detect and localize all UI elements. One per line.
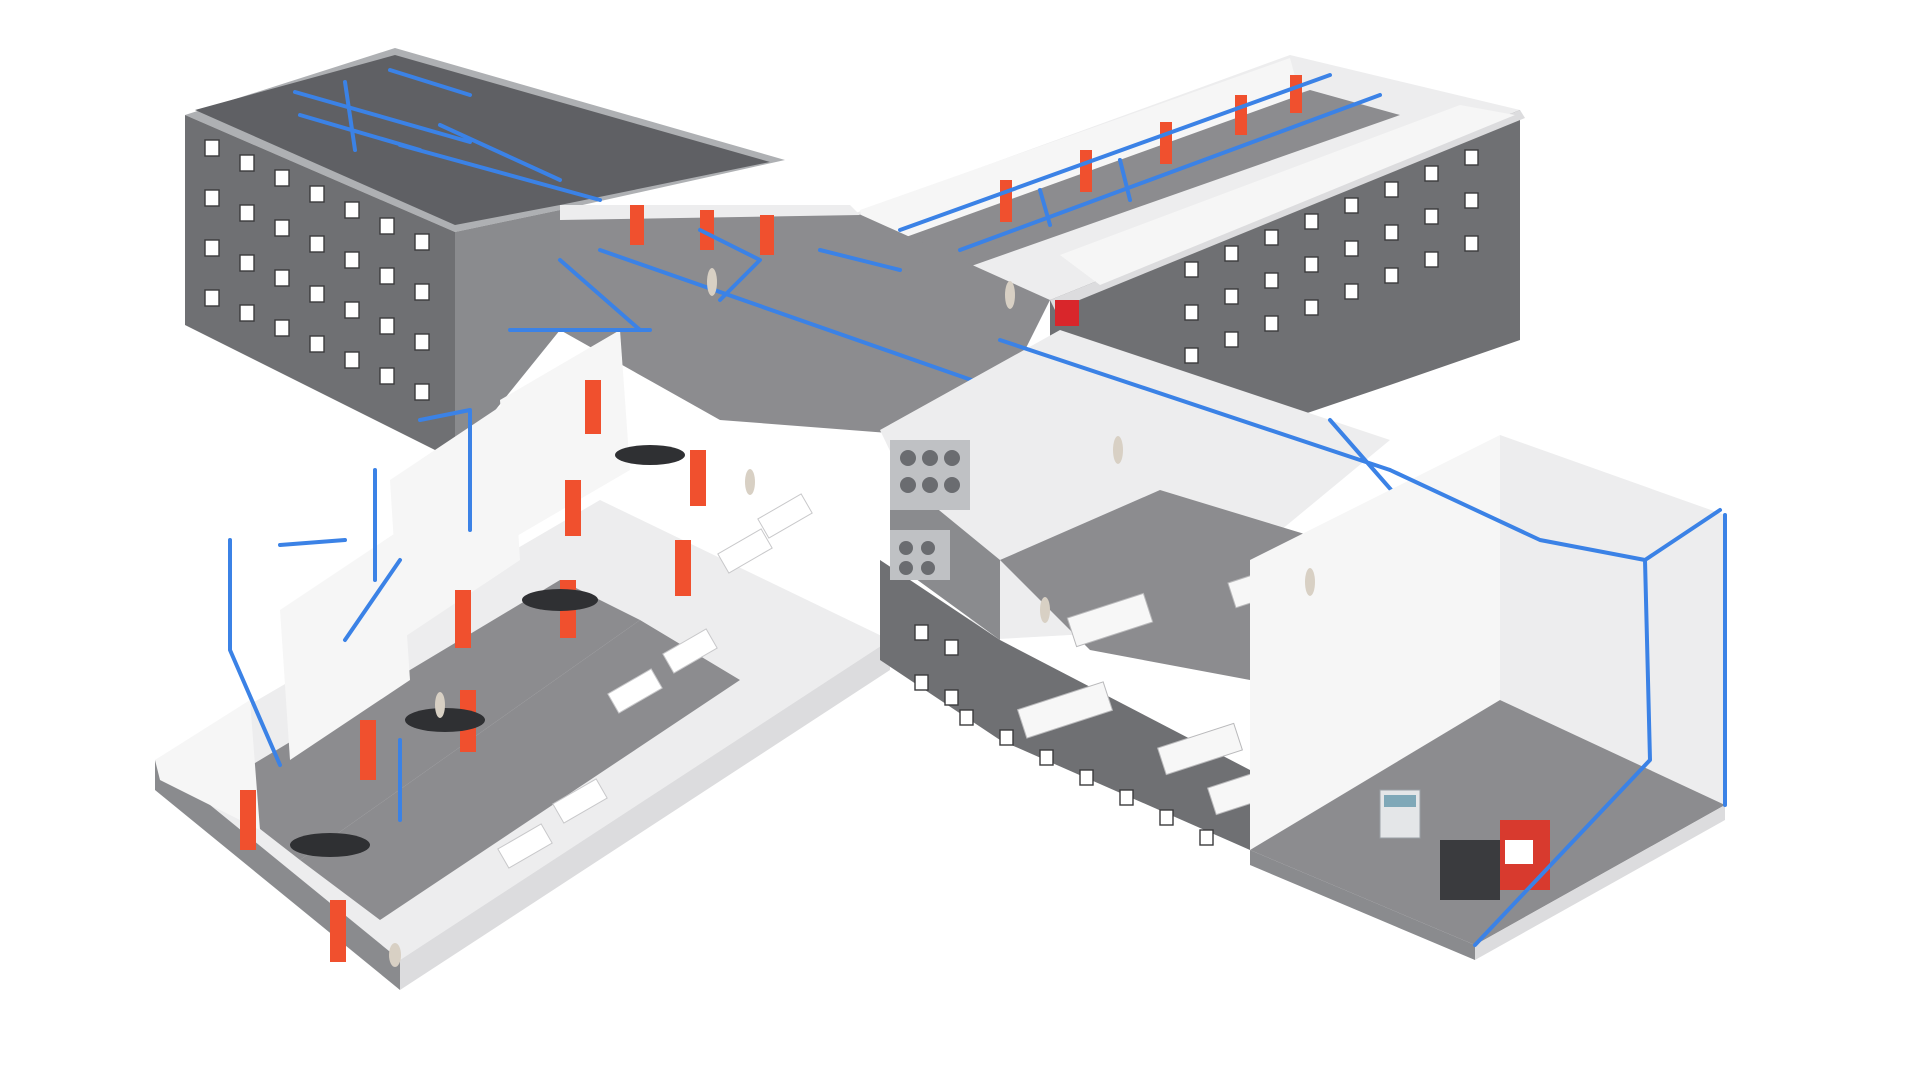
cell-row-north [860, 58, 1302, 250]
roof [195, 55, 770, 225]
window-grid-east [1184, 149, 1479, 364]
people-figures [389, 268, 1315, 967]
northwest-wing [185, 48, 785, 460]
dayroom-table [290, 833, 370, 857]
central-hub [560, 205, 1079, 440]
northeast-wing [850, 55, 1525, 500]
window-grid-south [914, 624, 1214, 846]
plant-room-back-wall [1500, 435, 1725, 805]
compressor-skid [1440, 840, 1500, 900]
fire-alarm-panel [1055, 300, 1079, 326]
laundry-machines [890, 440, 970, 580]
cell-row-south [1060, 105, 1515, 285]
cell-doors-west [240, 380, 706, 962]
cell-beds [497, 493, 813, 869]
exterior-wall-south [1000, 640, 1250, 850]
plant-room [1250, 435, 1727, 960]
window-grid-west [204, 139, 430, 401]
plant-room-floor [1250, 700, 1725, 945]
hub-floor [560, 210, 1050, 440]
southwest-wing [155, 258, 890, 990]
